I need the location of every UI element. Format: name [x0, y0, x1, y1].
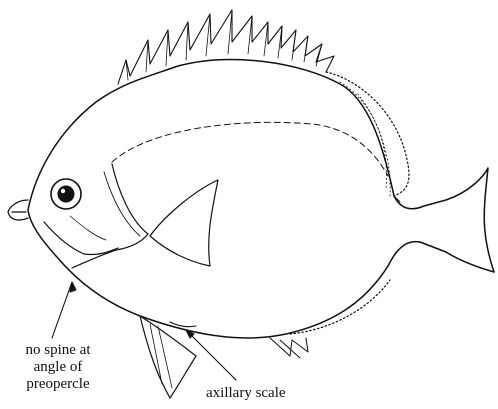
operculum: [72, 164, 148, 268]
axillary-scale-label: axillary scale: [206, 385, 286, 402]
preopercle-label-line-3: preopercle: [8, 376, 108, 393]
dorsal-fin-spines: [118, 10, 334, 84]
preopercle: [44, 222, 118, 255]
preopercle-label: no spine at angle of preopercle: [8, 342, 108, 393]
mouth: [8, 200, 28, 220]
preopercle-label-line-1: no spine at: [8, 342, 108, 359]
eye: [51, 179, 81, 209]
soft-dorsal-fin: [326, 72, 409, 196]
anal-fin: [290, 280, 390, 334]
anal-fin-spines: [270, 338, 308, 358]
pelvic-fin: [140, 316, 196, 398]
preopercle-label-line-2: angle of: [8, 359, 108, 376]
pectoral-fin: [150, 180, 218, 266]
leader-preopercle: [52, 282, 76, 338]
lateral-line: [112, 122, 388, 176]
body-outline: [28, 60, 494, 338]
